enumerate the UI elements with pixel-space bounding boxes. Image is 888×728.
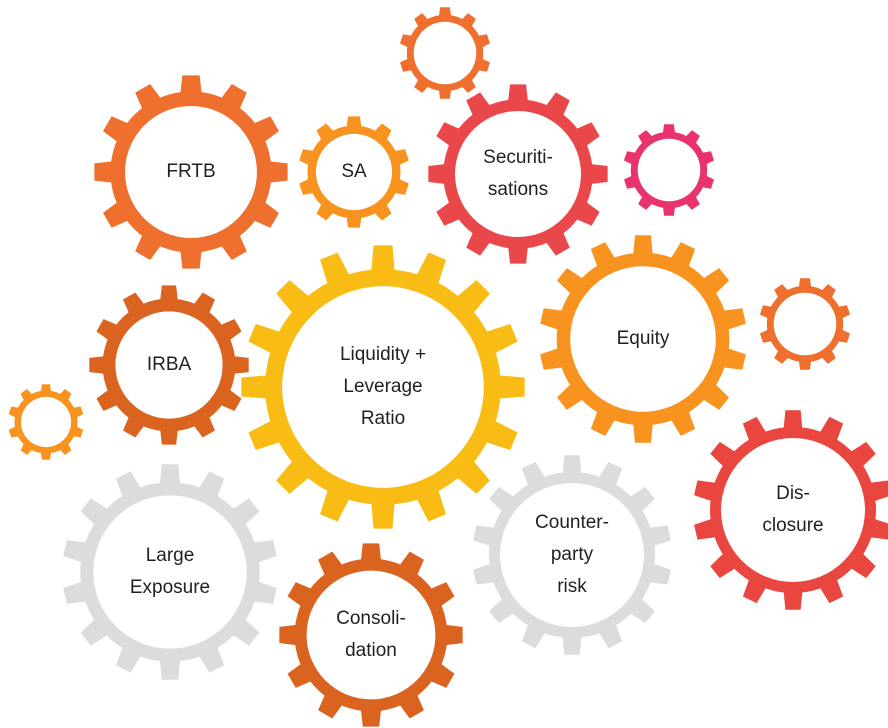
gear-hole xyxy=(500,483,644,627)
gear-hole xyxy=(93,495,247,649)
gear-hole xyxy=(637,138,701,202)
gear-pink-small xyxy=(623,124,715,216)
gear-hole xyxy=(282,286,484,488)
gear-disclosure xyxy=(694,410,888,610)
gear-hole xyxy=(455,111,581,237)
gear-hole xyxy=(115,311,223,419)
gear-irba xyxy=(89,285,249,445)
gear-frtb xyxy=(94,75,288,269)
gear-hole xyxy=(570,266,716,412)
gear-consolidation xyxy=(279,543,463,727)
gear-liquidity-leverage xyxy=(241,245,525,529)
gear-hole xyxy=(20,396,72,448)
gear-top-small xyxy=(399,7,491,99)
gear-equity xyxy=(540,235,746,443)
gear-hole xyxy=(315,133,393,211)
gear-counterparty-risk xyxy=(473,455,671,655)
gear-sa xyxy=(299,116,409,228)
gear-right-small xyxy=(759,278,851,370)
gear-hole xyxy=(125,106,257,238)
gear-left-small xyxy=(8,384,84,460)
gear-hole xyxy=(721,438,865,582)
gear-hole xyxy=(413,21,477,85)
gear-hole xyxy=(306,570,436,700)
gear-securitisations xyxy=(428,84,608,264)
gear-large-exposure xyxy=(63,464,277,680)
gear-hole xyxy=(773,292,837,356)
